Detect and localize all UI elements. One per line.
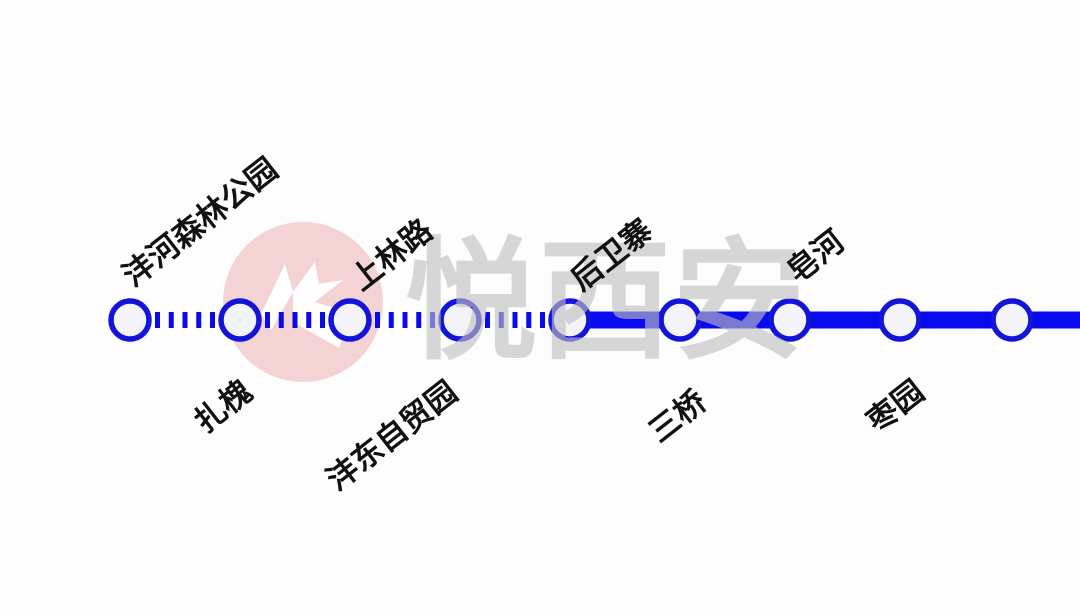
dashed-segment-tick <box>155 312 160 328</box>
dashed-segment-tick <box>168 312 174 328</box>
dashed-segment-tick <box>416 312 422 328</box>
dashed-segment-tick <box>320 312 325 328</box>
station-node <box>768 298 812 342</box>
solid-segment <box>790 311 900 329</box>
dashed-segment-tick <box>375 312 380 328</box>
dashed-segment-tick <box>485 312 490 328</box>
station-node <box>218 298 262 342</box>
dashed-segment-tick <box>196 312 202 328</box>
station-node <box>108 298 152 342</box>
dashed-segment-tick <box>182 312 188 328</box>
dashed-segment-tick <box>265 312 270 328</box>
station-node <box>878 298 922 342</box>
dashed-segment-tick <box>210 312 215 328</box>
station-node <box>658 298 702 342</box>
dashed-segment-tick <box>512 312 518 328</box>
dashed-segment-tick <box>388 312 394 328</box>
dashed-segment-tick <box>540 312 545 328</box>
dashed-segment-tick <box>402 312 408 328</box>
station-node <box>990 298 1034 342</box>
solid-segment <box>900 311 1012 329</box>
dashed-segment-tick <box>278 312 284 328</box>
station-node <box>328 298 372 342</box>
dashed-segment-tick <box>430 312 435 328</box>
dashed-segment-tick <box>292 312 298 328</box>
dashed-segment-tick <box>306 312 312 328</box>
watermark-text: 悦西安 <box>405 225 807 379</box>
dashed-segment-tick <box>526 312 532 328</box>
dashed-segment-tick <box>498 312 504 328</box>
station-node <box>548 298 592 342</box>
solid-segment <box>570 311 680 329</box>
station-node <box>438 298 482 342</box>
solid-segment <box>680 311 790 329</box>
